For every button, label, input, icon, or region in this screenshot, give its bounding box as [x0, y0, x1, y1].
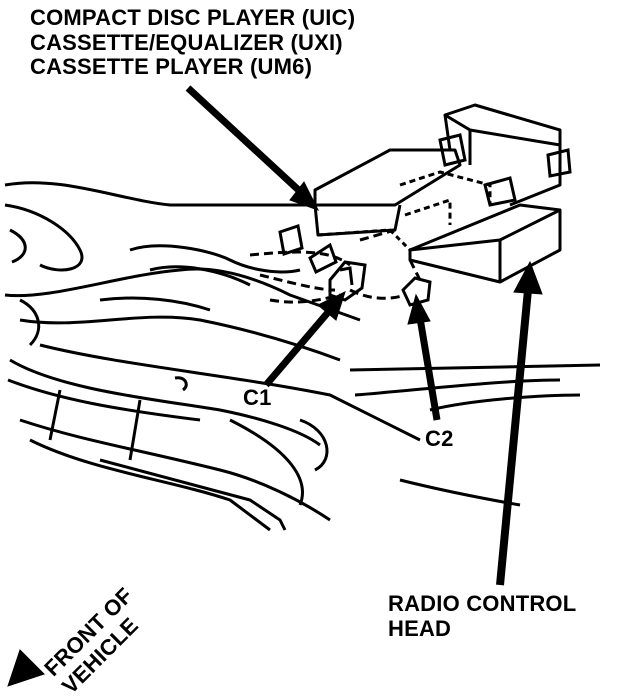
radio-unit-housing [313, 103, 562, 284]
connector-c1-shape [328, 260, 367, 302]
instrument-panel-frame [4, 181, 601, 532]
arrow-to-c2 [416, 317, 441, 421]
upper-connectors [278, 133, 572, 275]
title-line-cassette-equalizer: CASSETTE/EQUALIZER (UXI) [30, 29, 343, 55]
arrowhead-player [289, 181, 320, 211]
arrow-to-c1 [263, 307, 333, 388]
arrowhead-c1 [317, 291, 346, 321]
arrowhead-radio [513, 260, 543, 295]
arrow-to-player-unit [185, 85, 308, 199]
connector-c1-label: C1 [243, 385, 272, 410]
connector-c2-label: C2 [425, 426, 454, 451]
wiring-harness [249, 228, 422, 304]
connector-c2-shape [401, 276, 432, 307]
radio-control-head-label: RADIO CONTROL HEAD [388, 591, 577, 641]
arrow-to-radio-head [496, 289, 532, 586]
title-line-cd-player: COMPACT DISC PLAYER (UIC) [30, 5, 356, 30]
arrowhead-c2 [407, 293, 431, 325]
radio-label-line2: HEAD [388, 615, 452, 641]
front-of-vehicle-arrow [7, 649, 45, 687]
title-line-cassette-player: CASSETTE PLAYER (UM6) [30, 54, 313, 80]
radio-label-line1: RADIO CONTROL [388, 591, 577, 616]
pointer-arrows [7, 85, 543, 687]
component-title-block: COMPACT DISC PLAYER (UIC) CASSETTE/EQUAL… [30, 5, 356, 80]
